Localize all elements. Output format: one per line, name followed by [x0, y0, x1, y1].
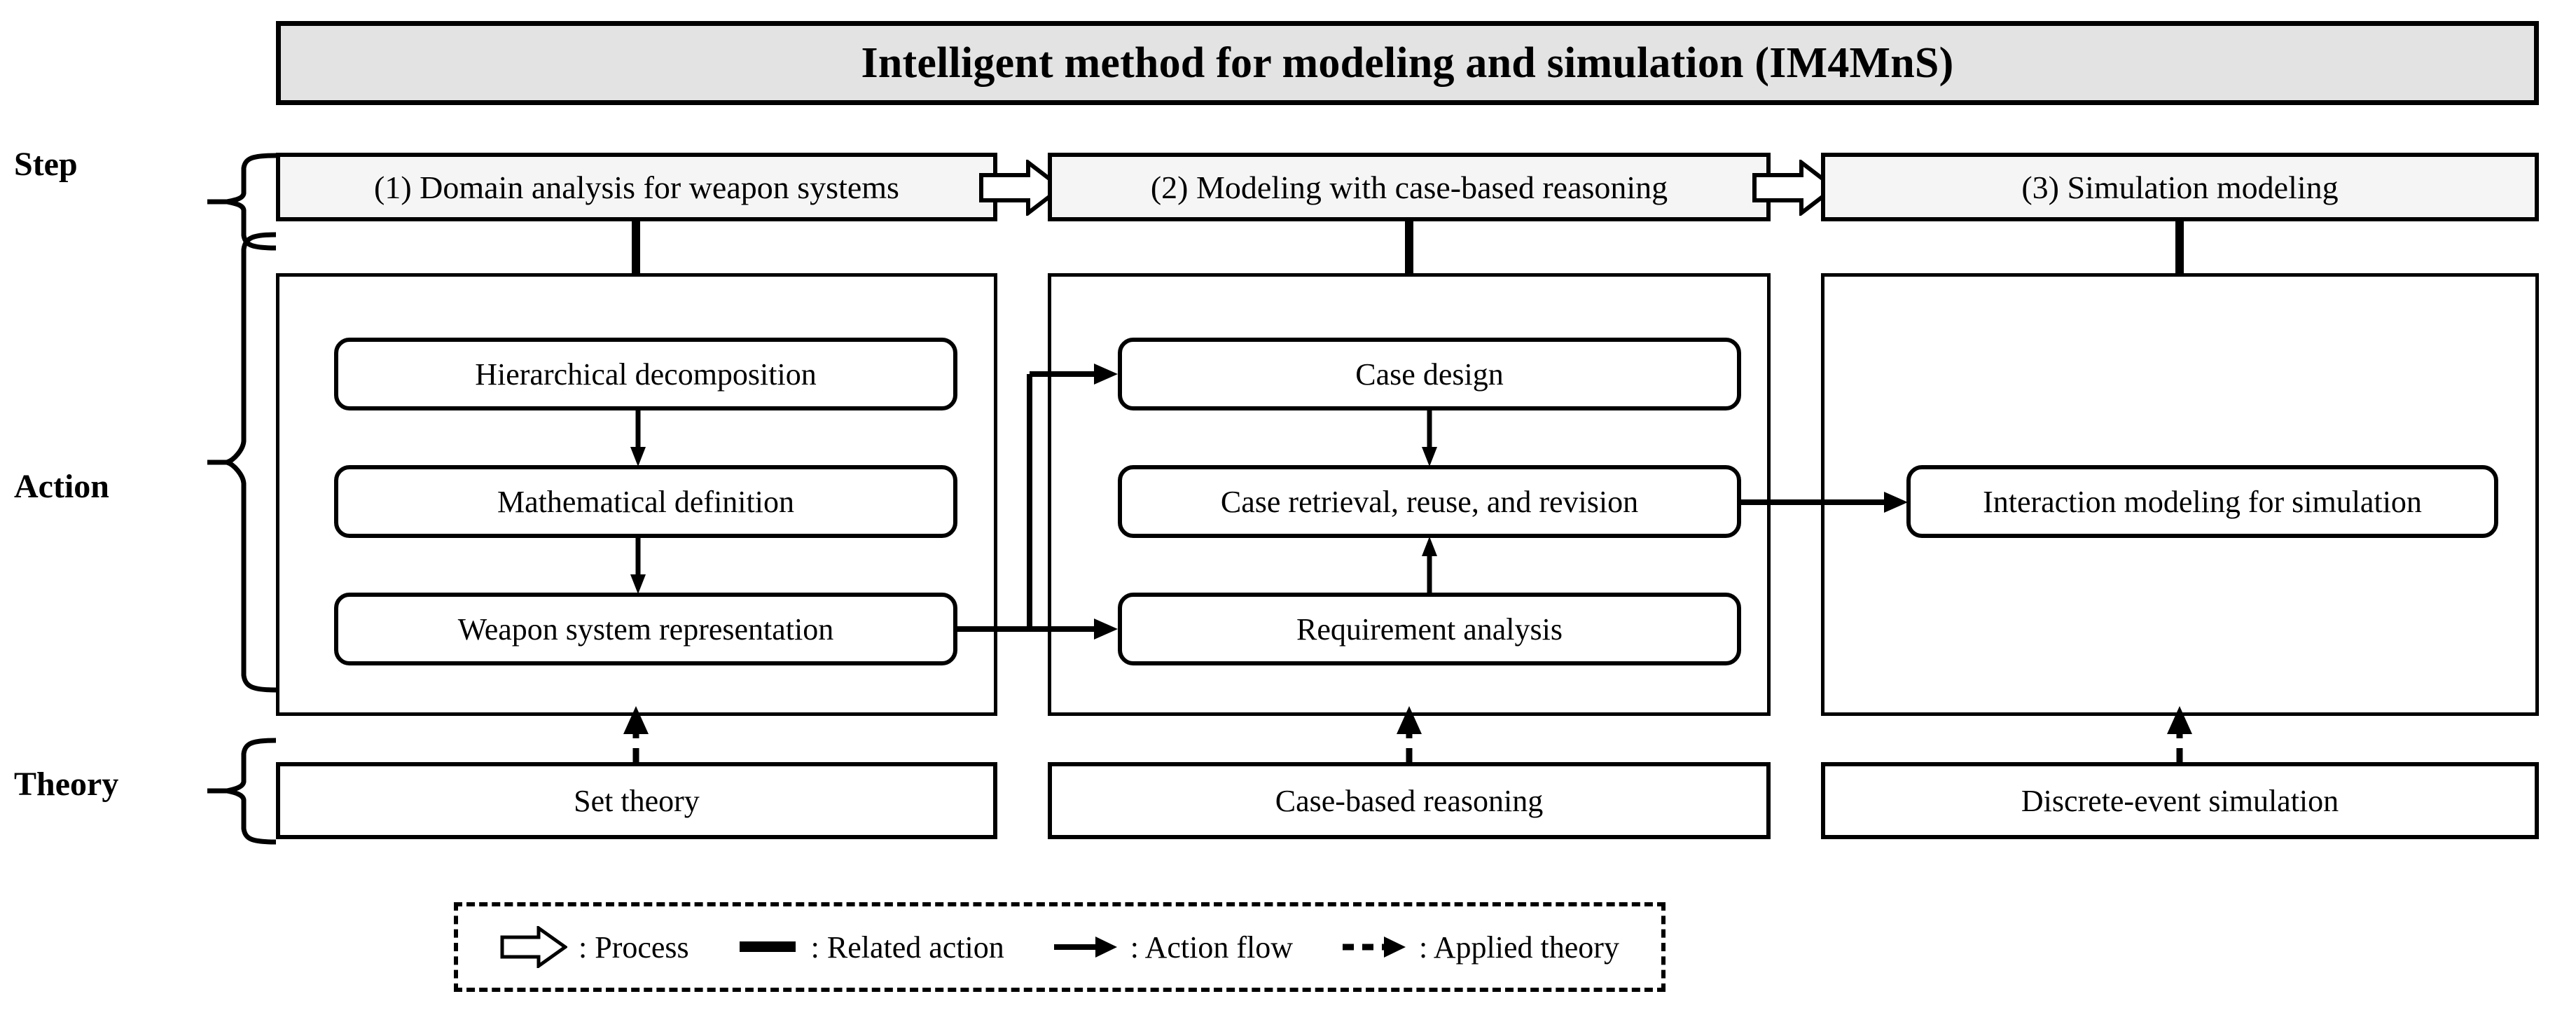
action-box-hierarchical-decomposition[interactable]: Hierarchical decomposition — [334, 338, 957, 410]
diagram-title-bar: Intelligent method for modeling and simu… — [276, 21, 2539, 105]
thick-line-icon — [737, 926, 800, 968]
step-box-3[interactable]: (3) Simulation modeling — [1821, 153, 2539, 221]
related-action-connector-3 — [2175, 221, 2184, 273]
step-box-1[interactable]: (1) Domain analysis for weapon systems — [276, 153, 997, 221]
related-action-connector-2 — [1405, 221, 1413, 273]
theory-box-case-based-reasoning[interactable]: Case-based reasoning — [1048, 762, 1771, 839]
dashed-arrow-icon — [1341, 926, 1408, 968]
hollow-block-arrow-icon — [500, 926, 567, 968]
legend-item-applied-theory-label: : Applied theory — [1418, 930, 1619, 965]
process-arrow-1-icon — [979, 160, 1063, 216]
theory-box-discrete-event-simulation-label: Discrete-event simulation — [2021, 783, 2339, 818]
row-label-action: Action — [14, 468, 109, 505]
related-action-connector-1 — [632, 221, 640, 273]
brace-action — [207, 232, 277, 693]
action-box-weapon-system-representation-label: Weapon system representation — [457, 612, 834, 647]
diagram-title-text: Intelligent method for modeling and simu… — [861, 39, 1954, 87]
theory-box-case-based-reasoning-label: Case-based reasoning — [1275, 783, 1544, 818]
action-box-interaction-modeling-label: Interaction modeling for simulation — [1983, 484, 2422, 519]
theory-box-set-theory[interactable]: Set theory — [276, 762, 997, 839]
step-box-2[interactable]: (2) Modeling with case-based reasoning — [1048, 153, 1771, 221]
legend-item-process: : Process — [500, 926, 689, 968]
action-box-mathematical-definition-label: Mathematical definition — [497, 484, 794, 519]
theory-box-set-theory-label: Set theory — [574, 783, 700, 818]
action-box-weapon-system-representation[interactable]: Weapon system representation — [334, 593, 957, 665]
legend-item-related-action-label: : Related action — [810, 930, 1004, 965]
action-box-hierarchical-decomposition-label: Hierarchical decomposition — [475, 357, 817, 392]
action-box-case-retrieval-label: Case retrieval, reuse, and revision — [1220, 484, 1639, 519]
action-box-case-design-label: Case design — [1355, 357, 1504, 392]
brace-theory — [207, 738, 277, 845]
legend-item-action-flow: : Action flow — [1052, 926, 1293, 968]
step-box-3-label: (3) Simulation modeling — [2021, 169, 2339, 205]
theory-box-discrete-event-simulation[interactable]: Discrete-event simulation — [1821, 762, 2539, 839]
step-box-2-label: (2) Modeling with case-based reasoning — [1150, 169, 1668, 205]
action-box-requirement-analysis-label: Requirement analysis — [1296, 612, 1563, 647]
solid-arrow-icon — [1052, 926, 1119, 968]
action-box-interaction-modeling[interactable]: Interaction modeling for simulation — [1906, 465, 2498, 538]
legend-item-process-label: : Process — [579, 930, 689, 965]
action-box-requirement-analysis[interactable]: Requirement analysis — [1118, 593, 1741, 665]
process-arrow-2-icon — [1752, 160, 1836, 216]
row-label-step: Step — [14, 146, 78, 183]
action-box-case-design[interactable]: Case design — [1118, 338, 1741, 410]
row-label-theory: Theory — [14, 766, 119, 803]
legend-item-applied-theory: : Applied theory — [1341, 926, 1619, 968]
step-box-1-label: (1) Domain analysis for weapon systems — [374, 169, 899, 205]
legend-item-action-flow-label: : Action flow — [1130, 930, 1293, 965]
legend-box: : Process : Related action : Action flow — [454, 902, 1666, 992]
legend-item-related-action: : Related action — [737, 926, 1004, 968]
action-box-case-retrieval[interactable]: Case retrieval, reuse, and revision — [1118, 465, 1741, 538]
action-box-mathematical-definition[interactable]: Mathematical definition — [334, 465, 957, 538]
